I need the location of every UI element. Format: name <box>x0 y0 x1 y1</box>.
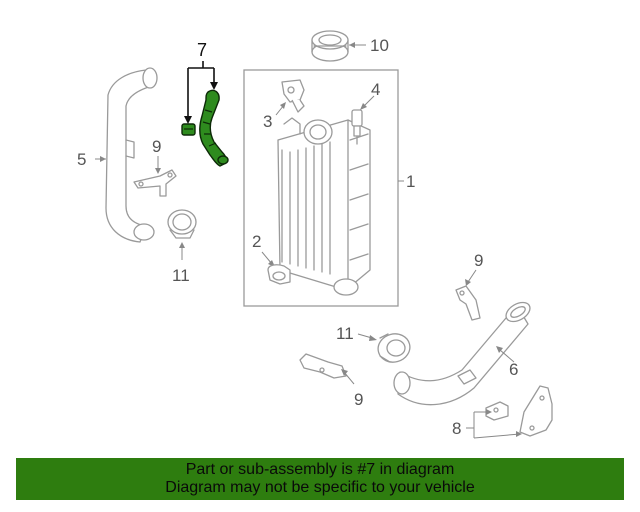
callout-5: 5 <box>77 150 86 169</box>
callout-11-left: 11 <box>172 266 190 285</box>
leader-9-lower <box>343 371 355 385</box>
callout-9-lower: 9 <box>354 390 363 409</box>
arrow-11-left <box>179 242 185 248</box>
callout-2: 2 <box>252 232 261 251</box>
leader-9-right <box>467 269 477 283</box>
banner-line-disclaimer: Diagram may not be specific to your vehi… <box>165 479 475 496</box>
parts-diagram: 10 7 5 9 11 <box>77 30 553 439</box>
arrow-3 <box>280 102 286 109</box>
part-9-bracket-lower <box>299 353 347 379</box>
callout-1: 1 <box>406 172 415 191</box>
arrow-9-top-left <box>155 168 161 174</box>
part-6-outlet-pipe <box>393 301 531 406</box>
part-1-intercooler <box>277 117 371 296</box>
arrow-11-right <box>369 335 377 341</box>
arrow-4 <box>360 103 367 110</box>
callout-10: 10 <box>370 36 389 55</box>
arrow-9-right <box>465 279 471 286</box>
callout-6: 6 <box>509 360 518 379</box>
callout-3: 3 <box>263 112 272 131</box>
leader-8 <box>466 409 522 439</box>
callout-7: 7 <box>197 40 207 60</box>
part-9-bracket-right <box>455 285 481 321</box>
arrow-9-lower <box>341 369 348 376</box>
banner-line-part: Part or sub-assembly is #7 in diagram <box>185 461 455 478</box>
part-4-temp-sensor <box>351 109 363 145</box>
part-9-bracket-left <box>133 169 177 197</box>
part-1-frame <box>243 69 399 307</box>
callout-8: 8 <box>452 419 461 438</box>
part-11-coupler-right <box>377 333 411 363</box>
arrow-10 <box>349 42 355 48</box>
part-8-brackets <box>485 385 553 437</box>
part-11-coupler-left <box>167 209 197 239</box>
leader-6 <box>499 349 515 363</box>
callout-4: 4 <box>371 80 380 99</box>
part-3-sensor <box>281 79 305 113</box>
arrow-5 <box>100 156 106 162</box>
part-7-hose-assembly <box>181 89 229 167</box>
callout-11-right: 11 <box>336 324 354 343</box>
leader-7 <box>184 61 218 124</box>
callout-9-right: 9 <box>474 251 483 270</box>
part-10-coupler <box>311 30 349 62</box>
info-banner: Part or sub-assembly is #7 in diagram Di… <box>16 458 624 500</box>
callout-9-top-left: 9 <box>152 137 161 156</box>
part-5-intake-pipe <box>105 67 158 243</box>
part-2-clip <box>267 264 291 285</box>
arrow-6 <box>496 346 503 353</box>
